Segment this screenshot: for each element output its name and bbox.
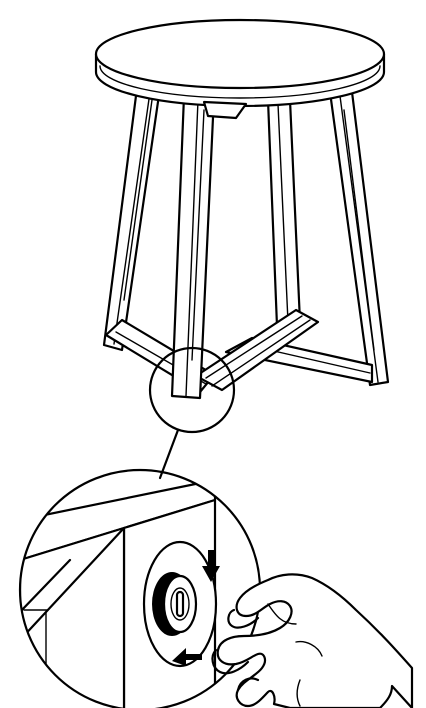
callout-connector-line — [158, 428, 180, 480]
stool-leg-back-right — [328, 90, 390, 387]
stool-seat-support — [202, 100, 248, 120]
detail-callout — [148, 346, 236, 480]
rotate-arrow-left-icon — [172, 648, 202, 666]
stool — [94, 18, 390, 400]
detail-zoom — [18, 468, 262, 708]
stool-leg-back-left — [102, 86, 162, 352]
zoom-leg-side — [20, 526, 126, 708]
detail-source-circle — [148, 346, 236, 434]
stool-cross-bars — [104, 308, 374, 394]
hand-icon — [211, 573, 414, 708]
stool-leg-back-center — [266, 98, 302, 328]
knob-icon — [152, 572, 198, 636]
stool-leg-front — [170, 94, 216, 400]
stool-seat — [94, 18, 386, 108]
rotate-arrow-down-icon — [202, 550, 220, 582]
